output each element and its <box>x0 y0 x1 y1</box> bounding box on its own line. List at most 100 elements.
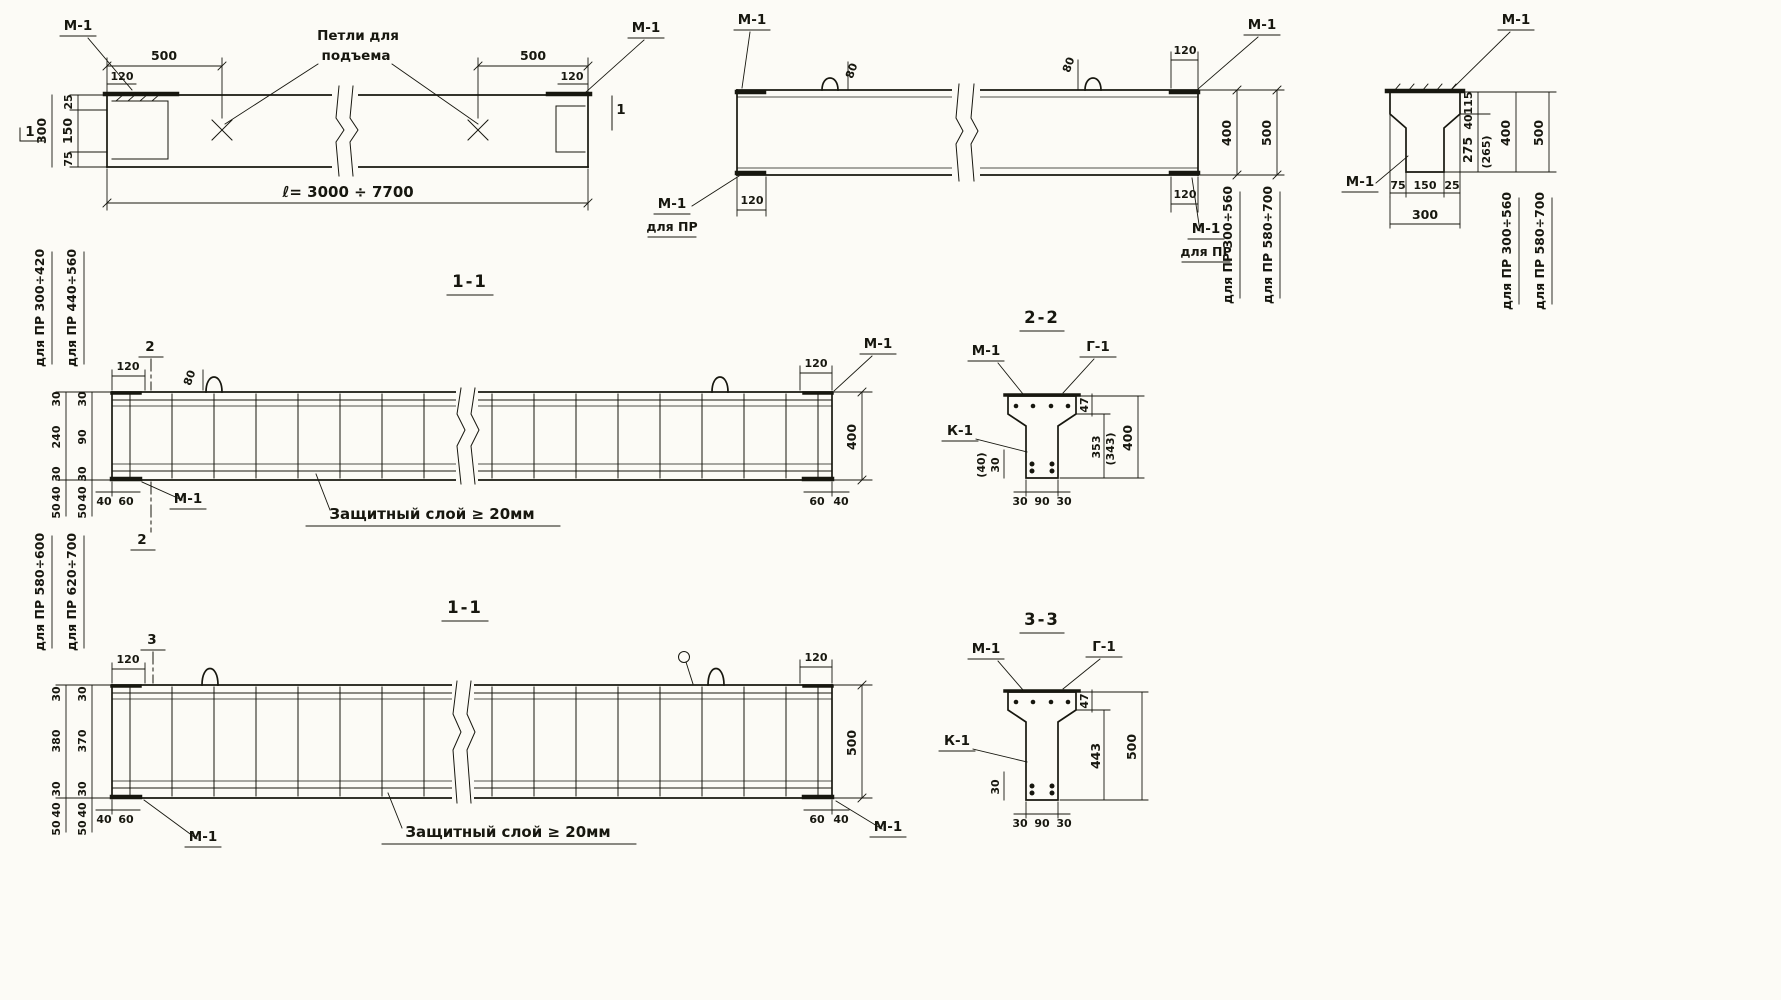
xsec-dim-75: 75 <box>1390 179 1405 192</box>
sec-bot-cut-marks <box>140 649 166 684</box>
plan-dim-length: ℓ= 3000 ÷ 7700 <box>281 183 413 201</box>
xsec-range-label-1: для ПР 300÷560 <box>1499 192 1514 311</box>
dim: 30 <box>76 466 89 482</box>
sec-bot-dim-120-left: 120 <box>117 653 140 666</box>
sec22-dim-353: 353 <box>1090 436 1103 459</box>
sec33-rebar-dots <box>1013 699 1071 796</box>
sec-top-range-label-1: для ПР 300÷420 <box>32 249 47 368</box>
dim: 240 <box>50 425 63 448</box>
elev-dim-120-bottom-left: 120 <box>741 194 764 207</box>
sec-bot-title: 1-1 <box>447 598 483 617</box>
dim: 40 <box>50 802 63 818</box>
xsec-dim-300: 300 <box>1412 207 1438 222</box>
plan-beam-outline <box>102 91 593 168</box>
sec-top-dim-120-right: 120 <box>805 357 828 370</box>
dim: 40 <box>50 486 63 502</box>
sec-bot-dim-60-left: 60 <box>118 813 134 826</box>
xsec-dim-275: 275 <box>1460 137 1475 163</box>
elev-dim-120-top-right: 120 <box>1174 44 1197 57</box>
dim: 30 <box>76 781 89 797</box>
plan-m1-left-label: М-1 <box>64 18 92 34</box>
sec-bot-range-label-1: для ПР 580÷600 <box>32 533 47 652</box>
elev-range-label-2: для ПР 580÷700 <box>1260 186 1275 305</box>
sec33-dim-30-left: 30 <box>989 779 1002 795</box>
elev-m1-top-right: М-1 <box>1248 17 1276 33</box>
section-1-1-top: 1-1 <box>32 249 897 551</box>
sec-top-dim-400: 400 <box>844 424 859 450</box>
sec33-dim-443: 443 <box>1088 743 1103 769</box>
dim: 50 <box>50 503 63 519</box>
plan-section-mark-right: 1 <box>616 102 625 118</box>
sec-bot-dim-40-left: 40 <box>96 813 112 826</box>
sec-top-stirrups <box>129 393 819 479</box>
sec33-k1-label: К-1 <box>944 733 970 749</box>
sec22-dim-30-left: 30 <box>989 457 1002 473</box>
dim: 30 <box>50 391 63 407</box>
plan-dim-150: 150 <box>60 118 75 144</box>
xsec-profile <box>1389 91 1461 173</box>
dim: 90 <box>76 429 89 445</box>
sec-top-m1-bottom-left: М-1 <box>174 491 202 507</box>
sec-top-dim-120-left: 120 <box>117 360 140 373</box>
plan-m1-right-label: М-1 <box>632 20 660 36</box>
plan-dim-lines <box>19 57 613 211</box>
elev-m1-top-left: М-1 <box>738 12 766 28</box>
sec22-dim-lines <box>1003 393 1145 497</box>
sec22-g1-label: Г-1 <box>1086 339 1110 355</box>
sec-top-cut-marks <box>130 356 164 551</box>
elev-dim-lines <box>736 51 1285 299</box>
xsec-range-label-2: для ПР 580÷700 <box>1532 192 1547 311</box>
sec-bot-m1-bottom-right: М-1 <box>874 819 902 835</box>
sec22-k1-label: К-1 <box>947 423 973 439</box>
sec-top-title: 1-1 <box>452 272 488 291</box>
sec33-g1-label: Г-1 <box>1092 639 1116 655</box>
dim: 40 <box>76 802 89 818</box>
sec-bot-stirrups <box>129 686 819 797</box>
elev-dim-500: 500 <box>1259 120 1274 146</box>
elev-dim-80-right: 80 <box>1060 55 1078 74</box>
sec33-m1-label: М-1 <box>972 641 1000 657</box>
elev-range-label-1: для ПР 300÷560 <box>1220 186 1235 305</box>
sec-top-cover-note: Защитный слой ≥ 20мм <box>329 505 534 523</box>
elev-lifting-loops <box>821 59 1102 91</box>
dim: 30 <box>50 686 63 702</box>
xsec-m1-top: М-1 <box>1502 12 1530 28</box>
dim: 30 <box>50 466 63 482</box>
plan-m1-callouts <box>59 35 665 93</box>
xsec-dim-265: (265) <box>1480 135 1493 168</box>
sec-top-dim-80: 80 <box>181 368 199 387</box>
plan-dim-120-right: 120 <box>561 70 584 83</box>
elev-break-lines <box>952 83 980 182</box>
dim: 40 <box>76 486 89 502</box>
sec22-m1-label: М-1 <box>972 343 1000 359</box>
sec22-dim-47: 47 <box>1078 397 1091 412</box>
dim: 380 <box>50 729 63 752</box>
sec-top-dim-60-left: 60 <box>118 495 134 508</box>
sec-top-break <box>456 387 480 485</box>
sec-bot-cut-mark-top: 3 <box>147 632 156 648</box>
plan-dim-500-right: 500 <box>520 48 546 63</box>
sec22-dim-40-alt: (40) <box>975 452 988 477</box>
sec-bot-dim-40-right: 40 <box>833 813 849 826</box>
sec-top-left-dims: 30 240 30 40 50 30 90 30 40 50 <box>50 391 89 519</box>
section-3-3: 3-3 М-1 Г-1 К-1 <box>938 610 1149 830</box>
plan-dim-75: 75 <box>62 151 75 166</box>
plan-dim-120-left: 120 <box>111 70 134 83</box>
sec22-bot-dim-3: 30 <box>1056 495 1072 508</box>
xsec-callout-lines <box>1341 29 1535 193</box>
sec-top-range-label-2: для ПР 440÷560 <box>64 249 79 368</box>
sec-bot-dim-120-right: 120 <box>805 651 828 664</box>
dim: 30 <box>76 686 89 702</box>
sec-bot-break <box>452 680 476 804</box>
sec-bot-range-label-2: для ПР 620÷700 <box>64 533 79 652</box>
sec-bot-dim-60-right: 60 <box>809 813 825 826</box>
sec-top-dim-40-right: 40 <box>833 495 849 508</box>
sec-bot-dim-500: 500 <box>844 730 859 756</box>
cross-section-view: М-1 М-1 115 40 275 (265) 400 500 для ПР … <box>1341 12 1557 311</box>
plan-dim-300: 300 <box>34 118 49 144</box>
elev-m1-bottom-right-sub: для ПР <box>1180 244 1231 259</box>
elev-m1-bottom-right: М-1 <box>1192 221 1220 237</box>
plan-lift-points <box>211 63 489 141</box>
